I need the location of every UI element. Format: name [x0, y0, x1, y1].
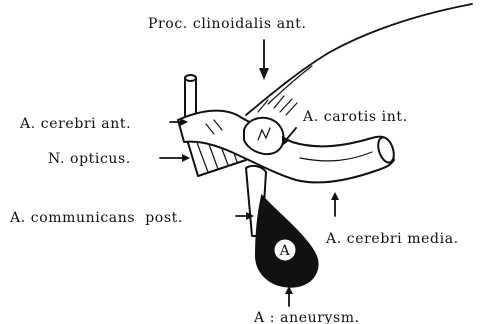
label-proc-clinoidalis: Proc. clinoidalis ant. — [148, 16, 307, 32]
aneurysm-shape — [256, 196, 317, 287]
label-n-opticus: N. opticus. — [48, 151, 131, 167]
internal-carotid-bulge — [244, 118, 284, 154]
label-a-communicans-post: A. communicans post. — [9, 210, 183, 226]
aneurysm-marker-label: A — [279, 243, 291, 259]
label-a-carotis-int: A. carotis int. — [302, 109, 408, 125]
label-a-cerebri-ant: A. cerebri ant. — [19, 116, 131, 132]
label-aneurysm-caption: A : aneurysm. — [253, 310, 360, 324]
label-a-cerebri-media: A. cerebri media. — [325, 231, 459, 247]
